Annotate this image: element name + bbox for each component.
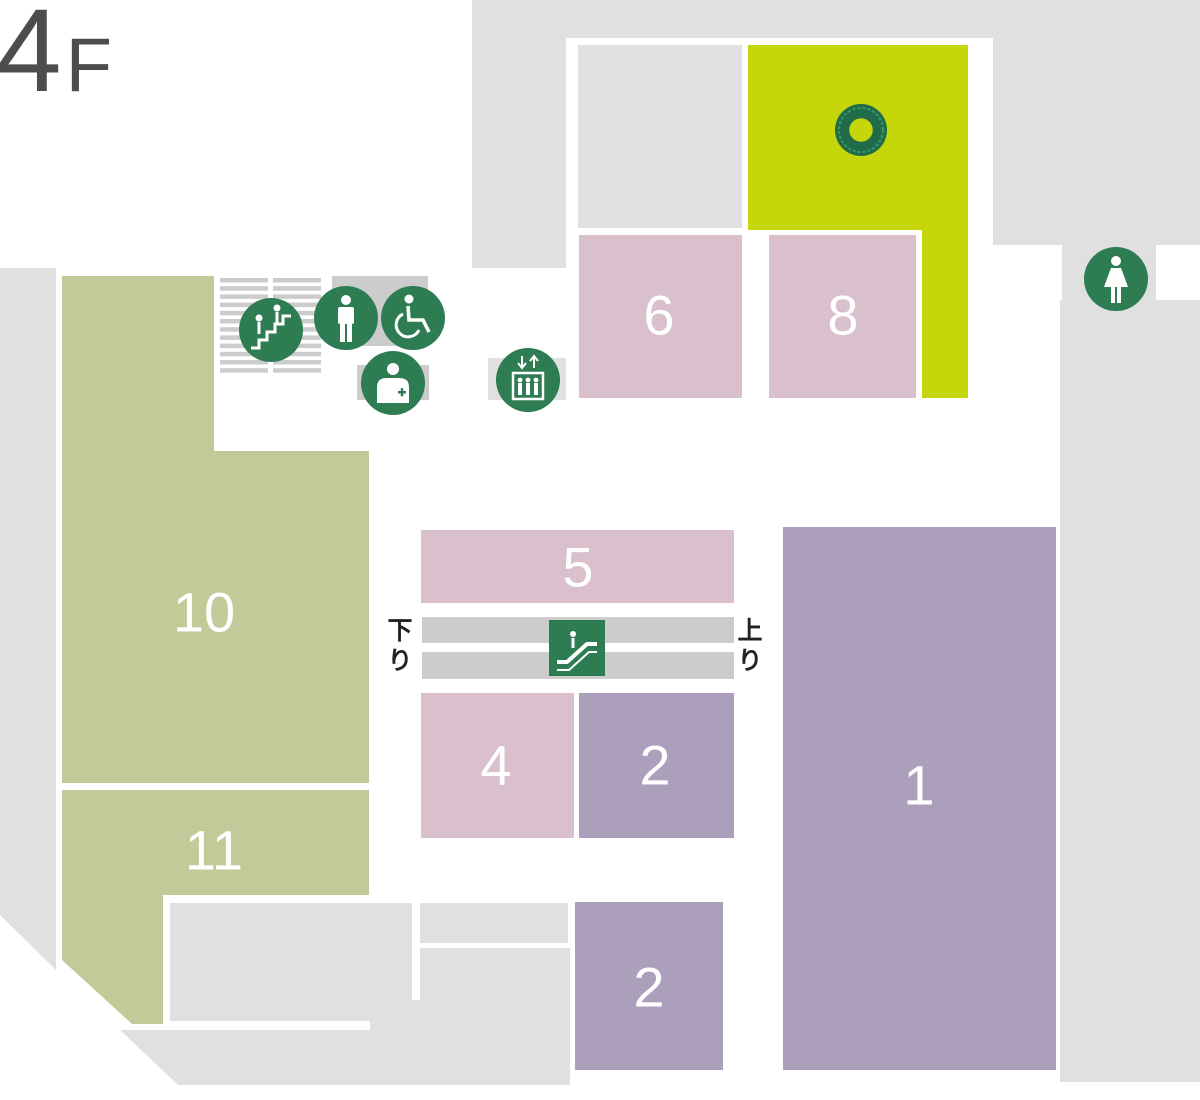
unit-label-4: 4 [480,734,511,797]
unit-2-upper-area[interactable] [579,693,734,838]
unit-10-area[interactable] [62,276,369,783]
unit-lime-area[interactable] [748,45,968,398]
stair-step [220,351,268,357]
stair-step [273,368,321,373]
floor-title: 4F [0,0,112,110]
unit-label-8: 8 [827,284,858,347]
east-corridor [1060,300,1200,1082]
elevator-icon[interactable] [496,348,560,412]
stair-step [220,294,268,299]
stair-step [273,351,321,357]
stairs-icon[interactable] [239,298,303,362]
unit-6-area[interactable] [579,235,742,398]
west-corridor [0,268,56,970]
south-room-grey [170,903,412,1021]
unit-1-area[interactable] [783,527,1056,1070]
stair-step [220,286,268,291]
stair-step [273,286,321,291]
mens-restroom-icon[interactable] [314,286,378,350]
stair-step [273,360,321,365]
south-corridor [120,948,570,1085]
escalator-up-label: 上り [737,616,763,675]
first-aid-icon[interactable] [361,351,425,415]
north-corridor [472,0,1200,268]
unit-label-2-upper: 2 [639,734,670,797]
stair-step [273,278,321,283]
unit-5-area[interactable] [421,530,734,603]
escalator-icon[interactable] [549,620,605,676]
floor-number: 4 [0,0,62,117]
stair-step [220,278,268,283]
unit-label-2-lower: 2 [633,956,664,1019]
unit-4-area[interactable] [421,693,574,838]
unit-label-5: 5 [562,536,593,599]
unit-label-10: 10 [173,581,235,644]
womens-restroom-icon[interactable] [1084,247,1148,311]
unit-label-1: 1 [903,754,934,817]
stair-step [273,294,321,299]
stair-step [220,302,268,308]
unit-labels: 1 2 2 4 5 6 8 10 11 [173,284,935,1019]
unit-11-area[interactable] [62,790,369,1024]
shop-emblem-icon [835,104,887,156]
unit-2-lower-area[interactable] [575,902,723,1070]
escalator-down-label: 下り [387,616,413,675]
unit-label-11: 11 [185,819,243,882]
unit-8-area[interactable] [769,235,916,398]
stair-step [273,302,321,308]
north-room-grey [578,45,742,228]
unit-label-6: 6 [643,284,674,347]
stair-step [220,368,268,373]
south-small-room-grey [420,903,568,943]
accessible-restroom-icon[interactable] [381,286,445,350]
tenant-units [62,45,1056,1070]
floor-unit: F [65,23,113,108]
stair-step [220,360,268,365]
